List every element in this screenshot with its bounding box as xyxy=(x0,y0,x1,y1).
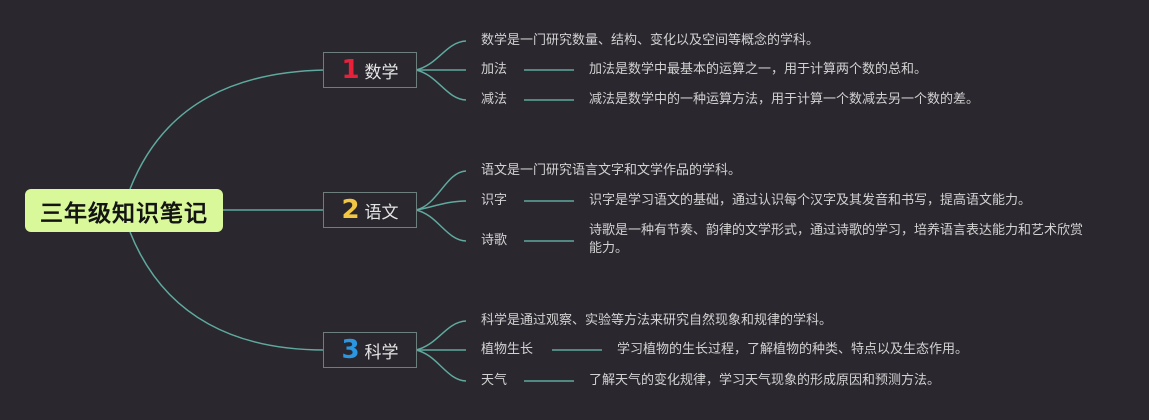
edge-chinese-item2 xyxy=(415,209,467,242)
root-topic[interactable]: 三年级知识笔记 xyxy=(25,189,223,232)
chinese-desc-literacy[interactable]: 识字是学习语文的基础，通过认识每个汉字及其发音和书写，提高语文能力。 xyxy=(589,193,1032,208)
edge-root-science xyxy=(129,231,325,351)
chinese-term-literacy[interactable]: 识字 xyxy=(481,193,508,208)
math-desc-addition[interactable]: 加法是数学中最基本的运算之一，用于计算两个数的总和。 xyxy=(589,62,928,77)
edge-math-intro xyxy=(415,40,467,71)
number-3-badge: 3 xyxy=(341,335,360,365)
edge-chinese-intro xyxy=(415,170,467,211)
branch-math-label: 数学 xyxy=(364,62,399,83)
branch-math[interactable]: 1 数学 xyxy=(323,52,417,88)
number-2-badge: 2 xyxy=(341,195,360,225)
science-term-plant-growth[interactable]: 植物生长 xyxy=(481,342,534,357)
math-term-addition[interactable]: 加法 xyxy=(481,62,508,77)
branch-chinese-label: 语文 xyxy=(364,202,399,223)
chinese-desc-poetry[interactable]: 诗歌是一种有节奏、韵律的文学形式，通过诗歌的学习，培养语言表达能力和艺术欣赏能力… xyxy=(589,223,1084,256)
edge-root-math xyxy=(129,69,325,190)
math-desc-subtraction[interactable]: 减法是数学中的一种运算方法，用于计算一个数减去另一个数的差。 xyxy=(589,92,980,107)
edge-science-intro xyxy=(415,320,467,351)
math-intro[interactable]: 数学是一门研究数量、结构、变化以及空间等概念的学科。 xyxy=(481,33,820,48)
branch-chinese[interactable]: 2 语文 xyxy=(323,192,417,228)
science-term-weather[interactable]: 天气 xyxy=(481,373,508,388)
edge-science-item2 xyxy=(415,349,467,382)
root-topic-label: 三年级知识笔记 xyxy=(40,200,208,227)
number-1-badge: 1 xyxy=(341,55,360,85)
edge-math-item2 xyxy=(415,69,467,101)
science-intro[interactable]: 科学是通过观察、实验等方法来研究自然现象和规律的学科。 xyxy=(481,313,833,328)
science-desc-plant-growth[interactable]: 学习植物的生长过程，了解植物的种类、特点以及生态作用。 xyxy=(617,342,969,357)
branch-science-label: 科学 xyxy=(364,342,399,363)
math-term-subtraction[interactable]: 减法 xyxy=(481,92,508,107)
science-desc-weather[interactable]: 了解天气的变化规律，学习天气现象的形成原因和预测方法。 xyxy=(589,373,941,388)
chinese-term-poetry[interactable]: 诗歌 xyxy=(481,233,508,248)
branch-science[interactable]: 3 科学 xyxy=(323,332,417,368)
chinese-intro[interactable]: 语文是一门研究语言文字和文学作品的学科。 xyxy=(481,163,742,178)
edge-chinese-item1 xyxy=(415,200,467,211)
